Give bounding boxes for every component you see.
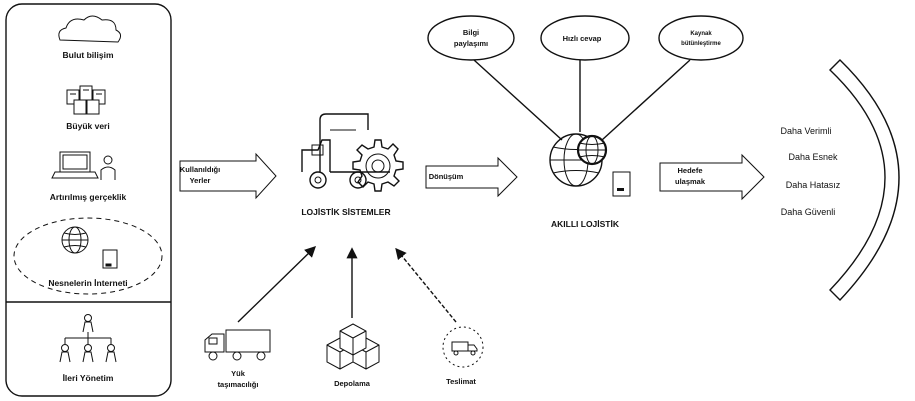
transformation-arrow: Dönüşüm [425, 156, 518, 198]
server-cluster-icon [66, 85, 106, 115]
big-data-label: Büyük veri [66, 121, 109, 131]
resource-integration-label-2: bütünleştirme [681, 41, 721, 47]
connector-line [601, 59, 691, 141]
cloud-icon [58, 15, 122, 43]
goal-label-2: ulaşmak [675, 177, 706, 186]
advanced-management-label: İleri Yönetim [63, 373, 114, 383]
connector-line [473, 59, 563, 141]
globe-device-icon [61, 226, 118, 269]
laptop-user-icon [51, 151, 116, 180]
transformation-label: Dönüşüm [429, 172, 464, 181]
outcome-secure: Daha Güvenli [781, 207, 836, 217]
truck-icon [204, 329, 271, 361]
augmented-reality-label: Artırılmış gerçeklik [50, 192, 127, 202]
outcome-efficient: Daha Verimli [780, 126, 831, 136]
cloud-computing-label: Bulut bilişim [63, 50, 114, 60]
freight-label-2: taşımacılığı [218, 380, 259, 389]
delivery-icon [442, 326, 484, 368]
resource-integration-bubble: Kaynak bütünleştirme [658, 15, 744, 61]
iot-dashed-ellipse [13, 217, 163, 295]
quick-response-label: Hızlı cevap [563, 34, 602, 43]
info-sharing-label-1: Bilgi [463, 28, 479, 37]
quick-response-bubble: Hızlı cevap [540, 15, 630, 61]
delivery-label: Teslimat [446, 377, 476, 386]
storage-label: Depolama [334, 379, 371, 388]
globe-network-icon [549, 133, 631, 197]
boxes-icon [326, 323, 380, 370]
logistics-systems-title: LOJİSTİK SİSTEMLER [301, 207, 390, 217]
truck-gear-icon [301, 113, 404, 192]
resource-integration-label-1: Kaynak [690, 31, 712, 37]
iot-label: Nesnelerin İnterneti [48, 278, 127, 288]
goal-arrow: Hedefe ulaşmak [659, 153, 765, 201]
info-sharing-label-2: paylaşımı [454, 39, 488, 48]
org-chart-icon [59, 314, 117, 363]
outcome-arc [828, 59, 900, 302]
outcome-flexible: Daha Esnek [788, 152, 838, 162]
delivery-arrow [395, 247, 457, 323]
freight-label-1: Yük [231, 369, 246, 378]
uses-arrow-label-2: Yerler [190, 176, 211, 185]
left-panel: Bulut bilişim Büyük veri Artırılmış gerç… [5, 3, 172, 397]
goal-label-1: Hedefe [677, 166, 702, 175]
smart-logistics-title: AKILLI LOJİSTİK [551, 219, 620, 229]
info-sharing-bubble: Bilgi paylaşımı [427, 15, 515, 61]
uses-arrow: Kullanıldığı Yerler [179, 152, 277, 200]
uses-arrow-label-1: Kullanıldığı [180, 165, 220, 174]
freight-arrow [237, 246, 317, 323]
outcome-errorless: Daha Hatasız [786, 180, 841, 190]
